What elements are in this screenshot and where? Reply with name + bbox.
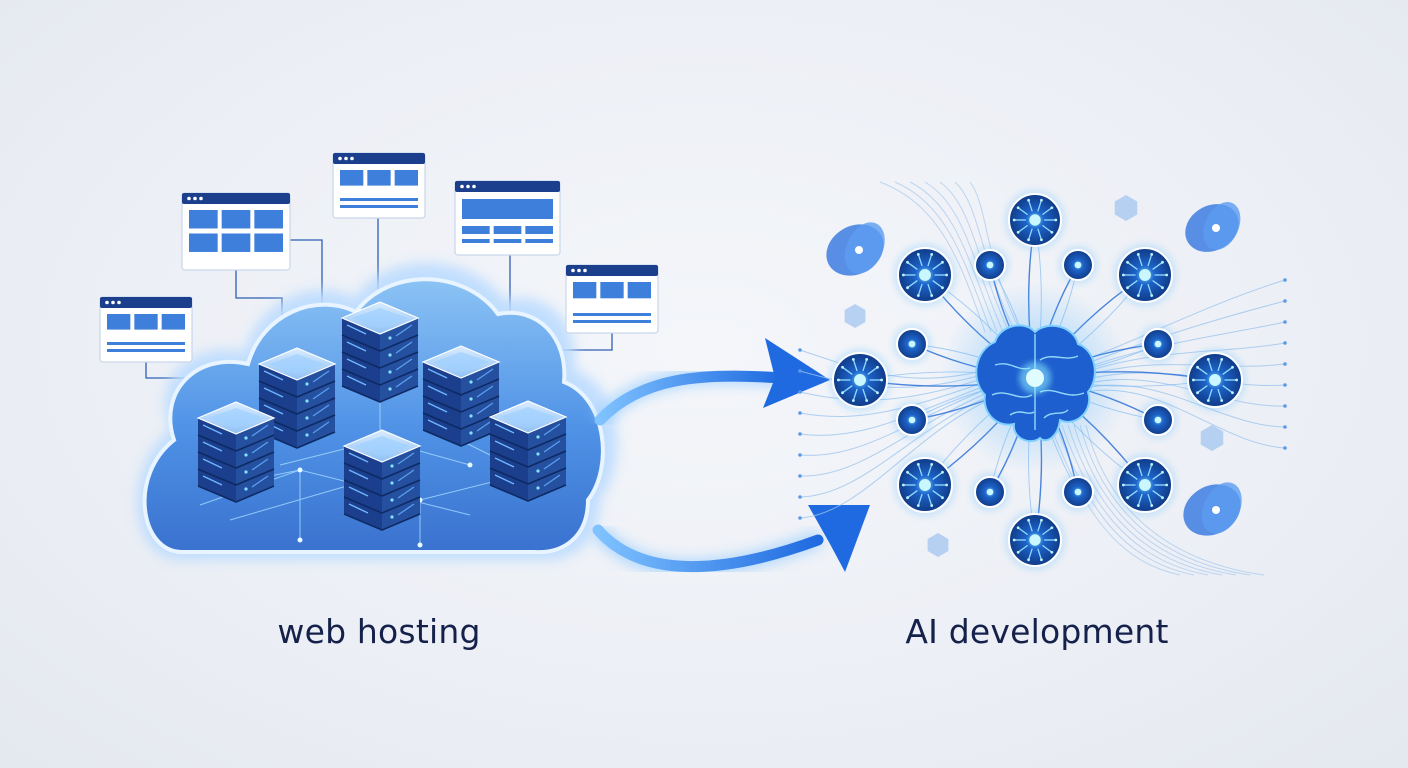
abstract-3d-shape-icon [1183,482,1242,536]
neural-node-icon [892,400,932,440]
transition-arrows [591,338,870,577]
neural-node-icon [1113,243,1177,307]
browser-window-icon [181,192,291,271]
neural-node-icon [828,348,892,412]
arrow-top [594,370,786,426]
web-hosting-label: web hosting [277,612,481,651]
ai-development-graphic [798,181,1287,576]
brain-icon [975,324,1096,443]
web-hosting-graphic [99,152,659,561]
neural-node-icon [893,453,957,517]
neural-node-icon [893,243,957,307]
browser-window-icon [99,296,193,363]
server-rack-icon [257,347,337,449]
neural-node-icon [1183,348,1247,412]
neural-node-icon [1058,245,1098,285]
neural-node-icon [1113,453,1177,517]
browser-window-icon [565,264,659,334]
neural-node-icon [1004,189,1066,251]
neural-node-icon [1138,324,1178,364]
browser-window-icon [454,180,561,256]
server-rack-icon [342,429,422,531]
hexagon-icon [1114,195,1138,221]
browser-windows [99,152,659,363]
arrow-head-top-icon [763,338,830,408]
neural-node-icon [970,472,1010,512]
neural-node-icon [1058,472,1098,512]
neural-nodes [828,189,1247,571]
server-racks [196,301,568,531]
neural-node-icon [892,324,932,364]
arrow-head-bottom-icon [808,505,870,572]
neural-node-icon [970,245,1010,285]
hexagon-icon [927,533,949,557]
neural-node-icon [1138,400,1178,440]
hexagon-icon [1200,425,1224,451]
server-rack-icon [488,400,568,502]
arrow-bottom [592,524,824,572]
abstract-3d-shape-icon [826,222,885,276]
floating-shapes [826,195,1242,557]
neural-node-icon [1004,509,1066,571]
server-rack-icon [196,401,276,503]
server-rack-icon [421,345,501,447]
server-rack-icon [340,301,420,403]
hexagon-icon [844,304,866,328]
ai-development-label: AI development [905,612,1169,651]
abstract-3d-shape-icon [1185,202,1241,252]
browser-window-icon [332,152,426,219]
